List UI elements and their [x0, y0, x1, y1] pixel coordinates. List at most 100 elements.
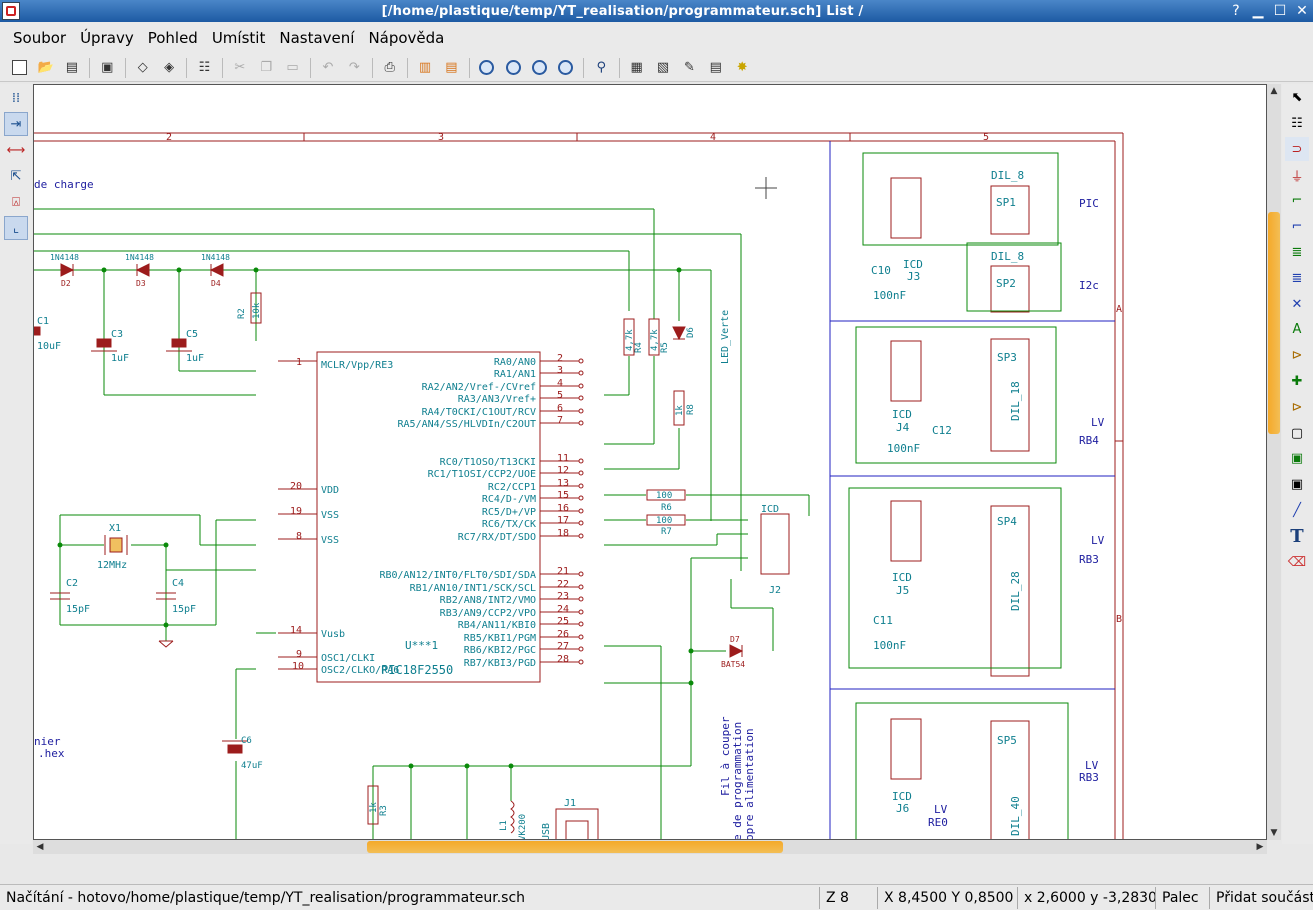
delete-icon[interactable]: ⌫ — [1287, 554, 1307, 570]
frame-letter: A — [1116, 304, 1122, 315]
c10-ref: C10 — [871, 264, 891, 277]
cvpcb-icon[interactable]: ✎ — [683, 60, 695, 75]
bus-bus-entry-icon[interactable]: ≣ — [1291, 270, 1303, 286]
junction-icon[interactable]: ✚ — [1291, 374, 1303, 390]
sheet-pin-icon[interactable]: ▣ — [1290, 477, 1304, 493]
help-button[interactable]: ? — [1232, 3, 1240, 19]
hierarchy-icon[interactable]: ☷ — [198, 60, 211, 75]
l1-ref: L1 — [499, 820, 509, 831]
hierarchy-nav-icon[interactable]: ☷ — [1291, 116, 1303, 132]
cut-icon[interactable]: ✂ — [234, 60, 246, 75]
wire-bus-entry-icon[interactable]: ≣ — [1291, 245, 1303, 261]
select-icon[interactable]: ⬉ — [1291, 90, 1303, 106]
d3-ref: D3 — [136, 279, 146, 288]
mcu-pin-number: 14 — [290, 625, 302, 636]
netlist-icon[interactable]: ▦ — [630, 60, 643, 75]
no-connect-icon[interactable]: ✕ — [1291, 296, 1303, 312]
pcbnew-icon[interactable]: ✸ — [736, 60, 748, 75]
zoom-out-icon[interactable] — [502, 57, 524, 79]
new-icon[interactable] — [8, 57, 30, 79]
menu-upravy[interactable]: Úpravy — [80, 29, 134, 47]
menu-pohled[interactable]: Pohled — [147, 29, 198, 47]
hier-sheet-icon[interactable]: ▢ — [1290, 425, 1304, 441]
scroll-left-icon[interactable]: ◀ — [36, 842, 44, 852]
diode-value: 1N4148 — [50, 253, 79, 262]
undo-icon[interactable]: ↶ — [322, 60, 334, 75]
menu-napoveda[interactable]: Nápověda — [368, 29, 445, 47]
zoom-in-icon[interactable] — [476, 57, 498, 79]
menu-nastaveni[interactable]: Nastavení — [279, 29, 355, 47]
close-button[interactable]: ✕ — [1296, 3, 1308, 19]
board-icon[interactable]: ▤ — [709, 60, 722, 75]
bus-entry-icon[interactable]: ⌞ — [4, 216, 28, 240]
j1-ref: J1 — [564, 798, 576, 809]
line-icon[interactable]: ╱ — [1293, 503, 1301, 519]
mcu-pin-end — [578, 659, 584, 665]
wire-icon[interactable]: ⌐ — [1291, 193, 1303, 209]
copy-icon[interactable]: ❐ — [260, 60, 273, 75]
hier-label-icon[interactable]: ⊳ — [1291, 399, 1303, 415]
hidden-pins-icon[interactable]: ⍓ — [12, 194, 20, 210]
x1-value: 12MHz — [97, 560, 127, 571]
mcu-pin-number: 13 — [557, 478, 569, 489]
bus-icon[interactable]: ⌐ — [1291, 219, 1303, 235]
vertical-scrollbar[interactable]: ▲ ▼ — [1267, 84, 1281, 840]
frame-letter: B — [1116, 614, 1122, 625]
scroll-down-icon[interactable]: ▼ — [1270, 828, 1278, 838]
maximize-button[interactable]: ☐ — [1273, 3, 1287, 19]
save-icon[interactable]: ▣ — [101, 60, 114, 75]
left-toolbar: ⁞⁞ ⇥ ⟷ ⇱ ⍓ ⌞ — [0, 84, 32, 844]
open-icon[interactable]: 📂 — [37, 60, 54, 75]
horizontal-scrollbar[interactable]: ◀ ▶ — [33, 840, 1267, 854]
r7-ref: R7 — [661, 527, 672, 537]
annotate-icon[interactable]: ▥ — [418, 60, 432, 75]
cursor-icon[interactable]: ⇱ — [10, 168, 22, 184]
diode-value: 1N4148 — [125, 253, 154, 262]
minimize-button[interactable]: ▁ — [1252, 3, 1264, 19]
mcu-pin-number: 11 — [557, 453, 569, 464]
inches-icon[interactable]: ⟷ — [6, 142, 26, 158]
text-icon[interactable]: T — [1290, 525, 1304, 547]
mcu-pin-end — [578, 408, 584, 414]
vertical-scroll-thumb[interactable] — [1268, 212, 1280, 434]
redraw-icon[interactable] — [529, 57, 551, 79]
grid-icon[interactable]: ⁞⁞ — [11, 90, 21, 106]
units-icon[interactable]: ⇥ — [4, 112, 28, 136]
global-label-icon[interactable]: ⊳ — [1291, 348, 1303, 364]
net-label-icon[interactable]: A — [1292, 322, 1302, 338]
power-icon[interactable]: ⏚ — [1290, 169, 1304, 185]
menu-soubor[interactable]: Soubor — [13, 29, 67, 47]
mcu-pin-number: 27 — [557, 641, 569, 652]
find-icon[interactable]: ⚲ — [596, 60, 607, 75]
r5-ref: R5 — [660, 342, 670, 353]
find-library-icon[interactable]: ◈ — [164, 60, 175, 75]
horizontal-scroll-thumb[interactable] — [367, 841, 783, 853]
mcu-pin-end — [578, 470, 584, 476]
erc-icon[interactable]: ▤ — [445, 60, 458, 75]
dil40-label: DIL_40 — [1009, 796, 1022, 836]
mcu-pin-end — [578, 533, 584, 539]
redo-icon[interactable]: ↷ — [348, 60, 360, 75]
app-icon[interactable] — [2, 2, 20, 20]
page-settings-icon[interactable]: ◇ — [137, 60, 148, 75]
mcu-pin-name: RA4/T0CKI/C1OUT/RCV — [422, 407, 536, 418]
scroll-right-icon[interactable]: ▶ — [1256, 842, 1264, 852]
component-icon[interactable]: ⊃ — [1285, 137, 1309, 162]
paste-icon[interactable]: ▭ — [286, 60, 299, 75]
mcu-pin-name: OSC1/CLKI — [321, 653, 375, 664]
label-rb4: RB4 — [1079, 434, 1099, 447]
bom-icon[interactable]: ▧ — [656, 60, 670, 75]
import-pin-icon[interactable]: ▣ — [1290, 451, 1304, 467]
c4-ref: C4 — [172, 578, 184, 589]
schematic-canvas[interactable]: 2 3 4 5 A B — [33, 84, 1267, 840]
library-icon[interactable]: ▤ — [65, 60, 79, 75]
zoom-fit-icon[interactable] — [555, 57, 577, 79]
mcu-pin-end — [578, 420, 584, 426]
mcu-pin-end — [578, 520, 584, 526]
menu-umistit[interactable]: Umístit — [211, 29, 266, 47]
scroll-up-icon[interactable]: ▲ — [1270, 86, 1278, 96]
print-icon[interactable]: ⎙ — [384, 60, 395, 75]
r3-value: 1k — [369, 802, 379, 813]
mcu-pin-name: MCLR/Vpp/RE3 — [321, 360, 393, 371]
mcu-pin-end — [578, 596, 584, 602]
